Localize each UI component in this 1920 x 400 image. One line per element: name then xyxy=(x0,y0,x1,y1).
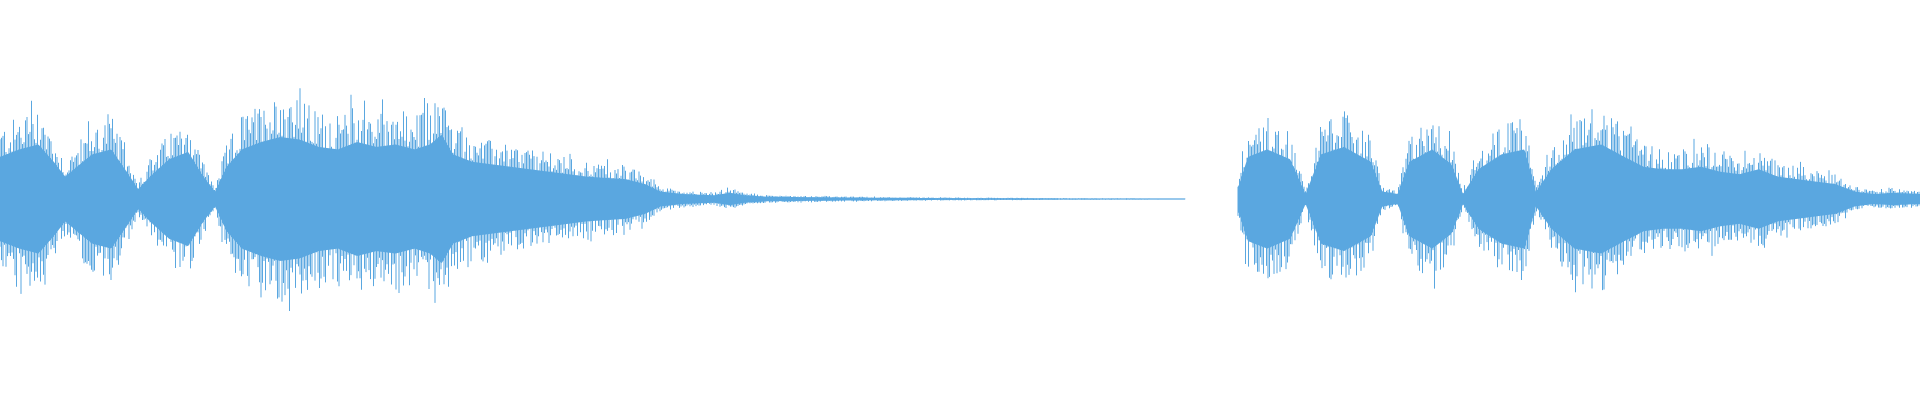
waveform-segment-1 xyxy=(0,88,1186,311)
waveform-segment-2 xyxy=(1237,109,1920,293)
waveform-samples xyxy=(1237,109,1920,293)
